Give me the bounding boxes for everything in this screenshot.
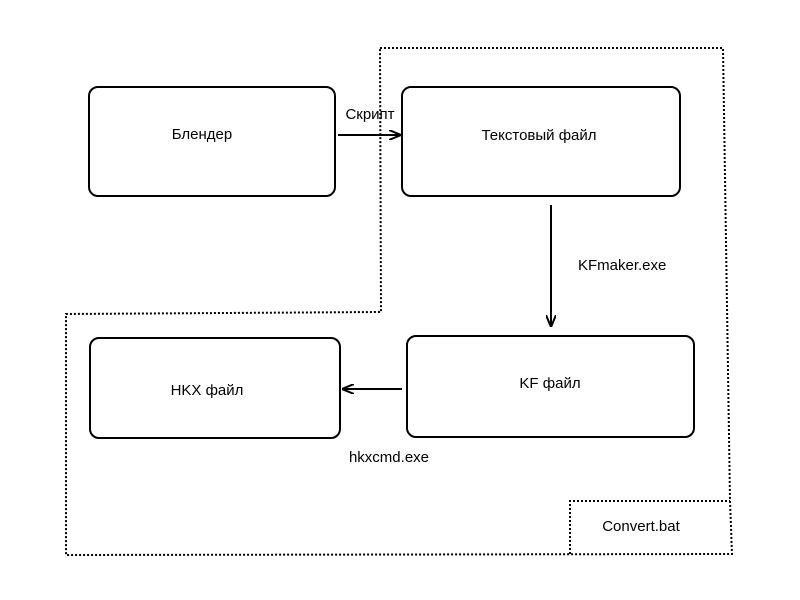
node-kf-file-label: KF файл (519, 375, 580, 392)
edge-script-label: Скрипт (345, 106, 394, 123)
node-hkx-file-label: HKX файл (171, 382, 244, 399)
convert-bat-label: Convert.bat (602, 518, 680, 535)
node-text-file: Текстовый файл (401, 86, 681, 197)
edge-kfmaker-label: KFmaker.exe (578, 257, 666, 274)
node-kf-file-box (406, 335, 695, 438)
edge-hkxcmd-label: hkxcmd.exe (349, 449, 429, 466)
convert-bat-label-box (569, 500, 730, 554)
node-kf-file: KF файл (406, 335, 695, 438)
node-hkx-file-box (89, 337, 341, 439)
node-text-file-label: Текстовый файл (481, 127, 596, 144)
node-blender-box (88, 86, 336, 197)
node-blender: Блендер (88, 86, 336, 197)
node-blender-label: Блендер (172, 126, 233, 143)
node-text-file-box (401, 86, 681, 197)
node-hkx-file: HKX файл (89, 337, 341, 439)
